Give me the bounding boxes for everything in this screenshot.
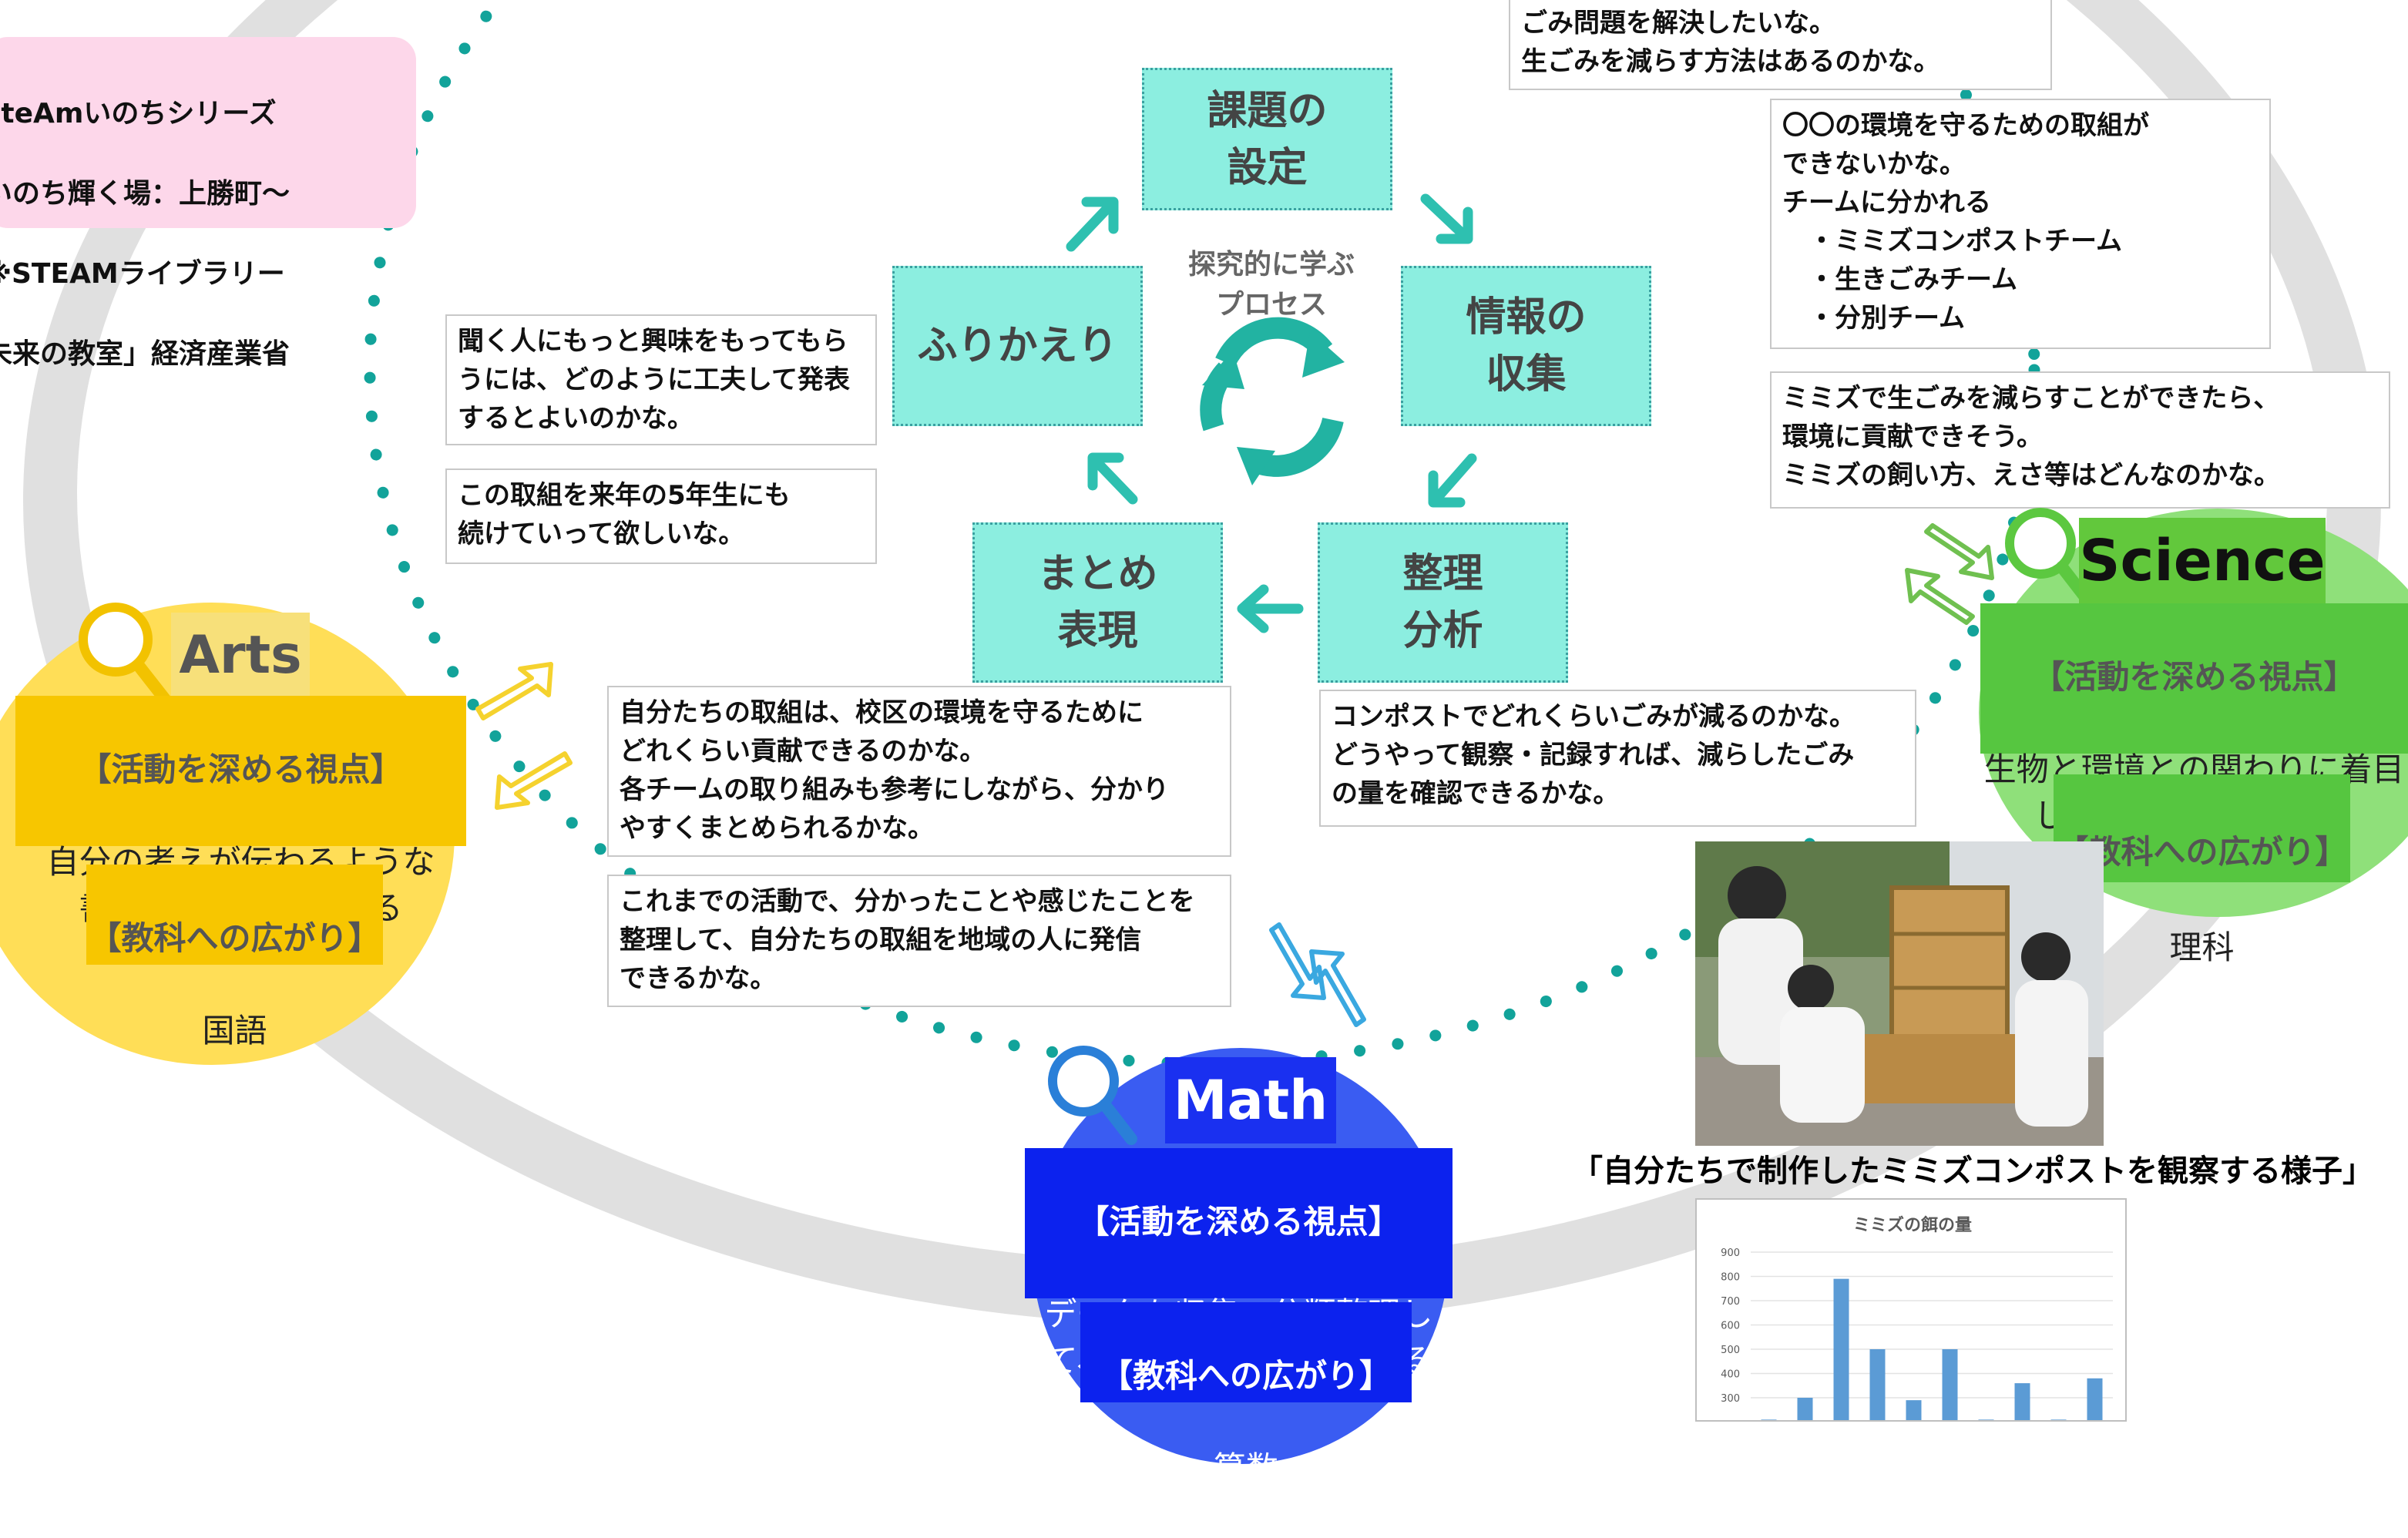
math-title: Math	[1165, 1057, 1336, 1143]
note-organize: これまでの活動で、分かったことや感じたことを 整理して、自分たちの取組を地域の人…	[607, 875, 1231, 1007]
chart-bar	[1833, 1278, 1849, 1420]
arts-viewpoint-box: 【活動を深める視点】 自分の考えが伝わるような 書き表し方を工夫する	[15, 696, 466, 927]
arts-viewpoint-heading: 【活動を深める視点】	[79, 751, 403, 788]
arrow-analysis-to-summary-icon	[1237, 584, 1304, 633]
chart-y-tick-label: 400	[1721, 1369, 1740, 1381]
chart-bar	[2014, 1383, 2030, 1420]
chart-y-tick-label: 800	[1721, 1272, 1740, 1284]
arts-subject-box: 【教科への広がり】 国語	[86, 865, 383, 1049]
chart-y-tick-label: 500	[1721, 1345, 1740, 1356]
chart-bar	[1942, 1349, 1958, 1420]
science-subject-text: 理科	[2169, 929, 2235, 966]
math-magnifier-icon	[1048, 1046, 1137, 1145]
math-viewpoint-heading: 【活動を深める視点】	[1076, 1203, 1401, 1241]
science-viewpoint-heading: 【活動を深める視点】	[2032, 658, 2356, 696]
cycle-arrows	[1066, 193, 1477, 633]
chart-bar	[1761, 1419, 1777, 1420]
arts-magnifier-icon	[79, 603, 173, 707]
process-center-label: 探究的に学ぶ プロセス	[1187, 249, 1355, 321]
chart-y-ticks: 900 800 700 600 500 400 300	[1721, 1248, 1740, 1405]
arts-title: Arts	[171, 613, 310, 699]
science-title: Science	[2079, 518, 2326, 604]
arts-subject-text: 国語	[202, 1012, 267, 1049]
arts-subject-heading: 【教科への広がり】	[89, 919, 381, 957]
chart-y-tick-label: 700	[1721, 1296, 1740, 1308]
arrow-collect-to-analysis-icon	[1428, 453, 1477, 508]
math-subject-heading: 【教科への広がり】	[1100, 1357, 1392, 1395]
series-line-2: いのち輝く場：上勝町～	[0, 178, 291, 210]
photo-caption: 「自分たちで制作したミミズコンポストを観察する様子」	[1572, 1154, 2373, 1189]
chart-bar	[2087, 1378, 2103, 1420]
chart-bar	[1869, 1349, 1886, 1420]
step-organize-analyze: 整理 分析	[1318, 522, 1568, 683]
chart-title: ミミズの餌の量	[1853, 1215, 1972, 1235]
note-teams: 〇〇の環境を守るための取組が できないかな。 チームに分かれる ・ミミズコンポス…	[1770, 99, 2271, 349]
step-summary-expression: まとめ 表現	[972, 522, 1223, 683]
compost-observation-photo	[1695, 841, 2104, 1146]
chart-bar	[1906, 1400, 1922, 1420]
arrow-setting-to-collect-icon	[1420, 193, 1473, 244]
step-task-setting: 課題の 設定	[1142, 68, 1392, 210]
step-information-collecting: 情報の 収集	[1401, 266, 1651, 426]
step-reflection: ふりかえり	[892, 266, 1143, 426]
series-line-3: ※STEAMライブラリー	[0, 258, 285, 290]
math-subject-text: 算数	[1213, 1449, 1278, 1487]
note-worm: ミミズで生ごみを減らすことができたら、 環境に貢献できそう。 ミミズの飼い方、え…	[1770, 371, 2390, 509]
arrow-reflection-to-setting-icon	[1066, 196, 1119, 252]
chart-gridlines	[1751, 1251, 2113, 1399]
feed-chart: ミミズの餌の量 900 800 700 600 500 400 300	[1721, 1215, 2113, 1420]
science-link-arrows-icon	[1905, 523, 1994, 625]
series-note: steAmいのちシリーズ いのち輝く場：上勝町～ ※STEAMライブラリー 未来…	[0, 37, 416, 370]
arts-link-arrows-icon	[475, 662, 573, 810]
chart-bar	[2050, 1419, 2067, 1420]
chart-bar	[1978, 1419, 1994, 1420]
math-subject-box: 【教科への広がり】 算数	[1080, 1302, 1412, 1487]
series-line-4: 未来の教室」経済産業省	[0, 338, 291, 370]
note-top-problem: ごみ問題を解決したいな。 生ごみを減らす方法はあるのかな。	[1509, 0, 2052, 90]
chart-bars	[1761, 1278, 2103, 1420]
note-contribution: 自分たちの取組は、校区の環境を守るために どれくらい貢献できるのかな。 各チーム…	[607, 686, 1231, 857]
chart-y-tick-label: 300	[1721, 1393, 1740, 1405]
series-line-1: steAmいのちシリーズ	[0, 98, 277, 129]
chart-y-tick-label: 900	[1721, 1248, 1740, 1259]
math-link-arrows-icon	[1269, 922, 1366, 1027]
recycle-arrowheads	[1202, 331, 1345, 485]
math-viewpoint-box: 【活動を深める視点】 データを収集、分類整理し て、結果を適切に表現する	[1025, 1148, 1453, 1379]
science-subject-heading: 【教科への広がり】	[2056, 833, 2348, 871]
note-next-year: この取組を来年の5年生にも 続けていって欲しいな。	[445, 468, 877, 564]
outline-arrows	[475, 523, 1994, 1027]
note-presentation: 聞く人にもっと興味をもってもら うには、どのように工夫して発表 するとよいのかな…	[445, 314, 877, 445]
science-viewpoint-box: 【活動を深める視点】 生物と環境との関わりに着目 して、多面的に調べる	[1980, 603, 2408, 834]
feed-chart-container: ミミズの餌の量 900 800 700 600 500 400 300	[1695, 1198, 2127, 1422]
chart-bar	[1797, 1398, 1813, 1420]
chart-y-tick-label: 600	[1721, 1321, 1740, 1332]
note-compost: コンポストでどれくらいごみが減るのかな。 どうやって観察・記録すれば、減らしたご…	[1319, 690, 1916, 827]
arrow-summary-to-reflection-icon	[1087, 452, 1138, 505]
